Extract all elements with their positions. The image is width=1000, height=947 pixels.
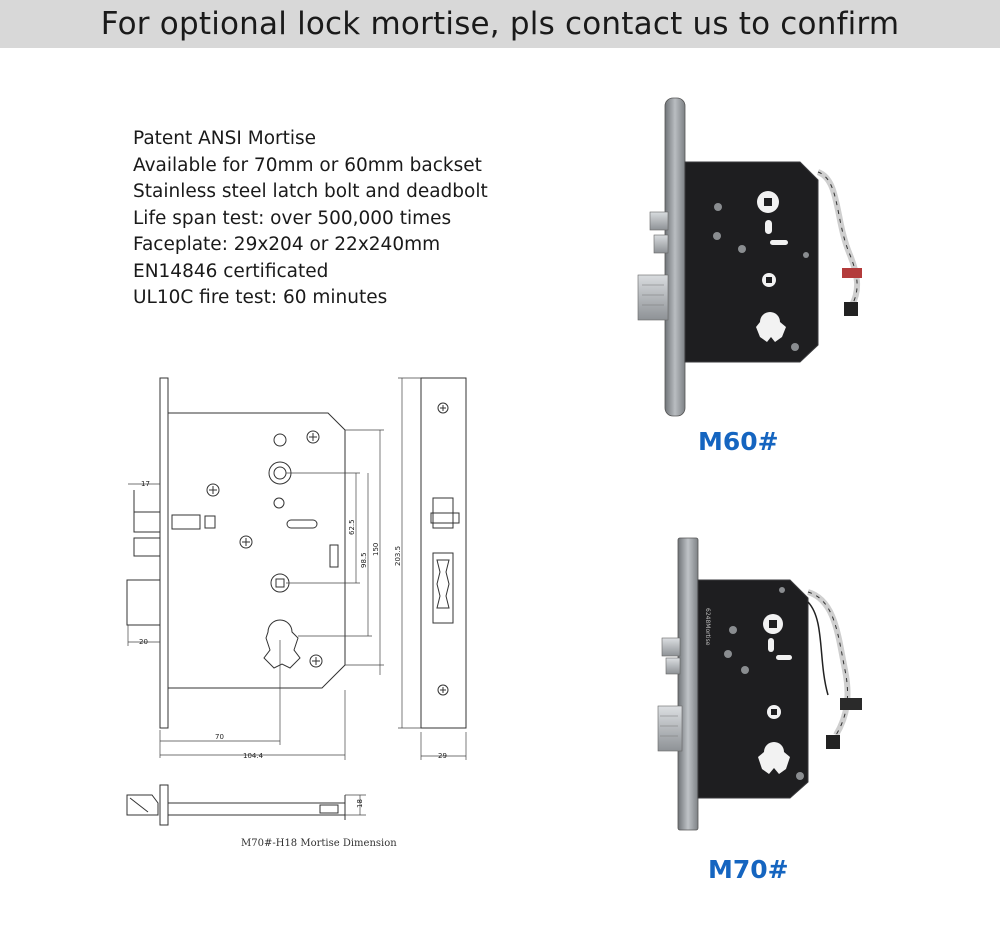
spec-list: Patent ANSI Mortise Available for 70mm o… [133,126,488,312]
dim-20: 20 [139,638,148,646]
m60-label: M60# [698,427,779,456]
banner-title: For optional lock mortise, pls contact u… [100,6,900,42]
m60-lock-image [637,97,862,417]
dim-29: 29 [438,752,447,760]
dim-98-5: 98.5 [360,552,368,568]
spec-item: Life span test: over 500,000 times [133,207,452,229]
m70-engraving: 6248Mortise [704,608,711,646]
m70-label: M70# [708,855,789,884]
top-banner: For optional lock mortise, pls contact u… [0,0,1000,48]
dim-203-5: 203.5 [394,546,402,566]
spec-item: Faceplate: 29x204 or 22x240mm [133,234,441,255]
dim-62-5: 62.5 [348,519,356,535]
spec-item: Available for 70mm or 60mm backset [133,154,482,176]
dim-17: 17 [141,480,150,488]
drawing-caption: M70#-H18 Mortise Dimension [241,838,397,849]
dim-150: 150 [372,543,380,556]
m70-lock-image: 6248Mortise [657,537,862,831]
dim-70: 70 [215,733,224,741]
spec-item: UL10C fire test: 60 minutes [133,287,388,308]
spec-item: Patent ANSI Mortise [133,128,317,149]
dim-104-4: 104.4 [243,752,264,760]
spec-item: EN14846 certificated [133,260,329,282]
spec-item: Stainless steel latch bolt and deadbolt [133,181,488,202]
dim-18: 18 [356,799,364,808]
